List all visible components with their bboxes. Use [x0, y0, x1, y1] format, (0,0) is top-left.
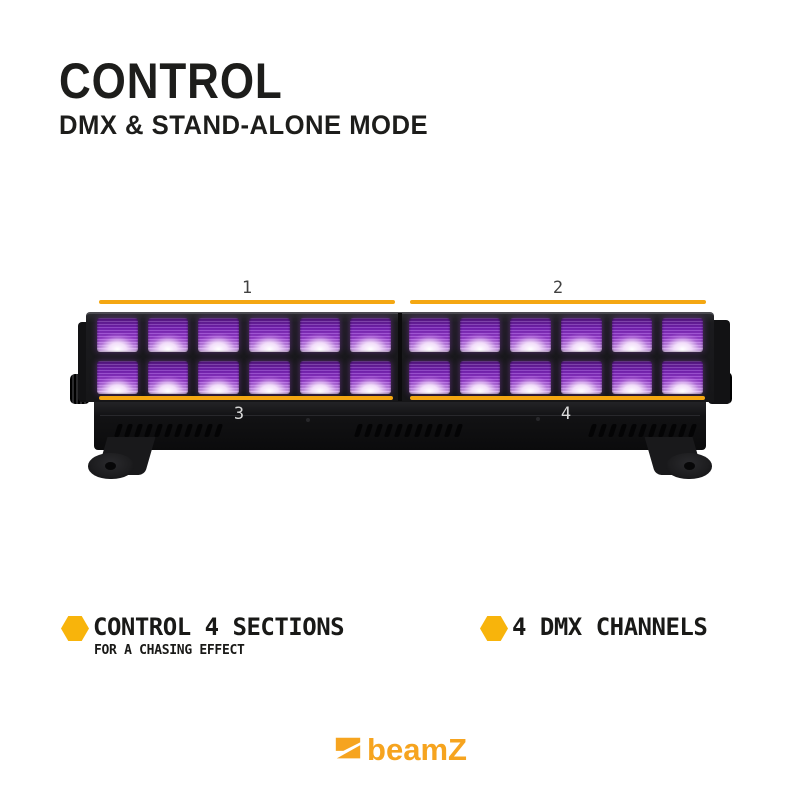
vent-slat: [123, 424, 134, 437]
beamz-z-icon: [335, 737, 361, 758]
vent-slat: [353, 424, 364, 437]
screw-dot: [536, 417, 540, 421]
uv-led: [510, 318, 551, 352]
uv-led: [662, 318, 703, 352]
uv-led: [662, 360, 703, 394]
uv-led: [409, 318, 450, 352]
vent-slat: [163, 424, 174, 437]
mounting-foot-left: [74, 437, 156, 479]
hexagon-bullet-icon: [61, 616, 89, 641]
vent-slat: [173, 424, 184, 437]
vent-slat: [143, 424, 154, 437]
vent-slat: [627, 424, 638, 437]
vent-slat: [453, 424, 464, 437]
vent-slat: [153, 424, 164, 437]
uv-led: [350, 360, 391, 394]
uv-led: [97, 360, 138, 394]
vent-slat: [373, 424, 384, 437]
vent-slat: [413, 424, 424, 437]
section-line-3: [99, 396, 393, 400]
brand-logo-text: beamZ: [367, 732, 467, 767]
vent-slat: [203, 424, 214, 437]
uv-led: [459, 360, 501, 394]
section-line-4: [410, 396, 705, 400]
section-line-2: [410, 300, 706, 304]
vent-slat: [213, 424, 224, 437]
hexagon-bullet-icon: [480, 616, 508, 641]
page-title: CONTROL: [59, 53, 283, 109]
uv-led: [611, 360, 653, 394]
uv-led: [147, 318, 189, 352]
uv-led: [299, 360, 341, 394]
vent-slat: [677, 424, 688, 437]
vent-slat: [443, 424, 454, 437]
device-base: [94, 402, 706, 450]
vent-slat: [647, 424, 658, 437]
vent-slat: [597, 424, 608, 437]
uv-led: [459, 318, 501, 352]
mounting-foot-right: [644, 437, 726, 479]
uv-led: [249, 318, 290, 352]
foot-pad: [88, 453, 134, 479]
section-line-1: [99, 300, 395, 304]
vent-slat: [403, 424, 414, 437]
feature-title: 4 DMX CHANNELS: [512, 613, 708, 641]
panel-center-seam: [398, 313, 402, 401]
vent-slat: [183, 424, 194, 437]
section-label-1: 1: [241, 278, 253, 298]
uv-led: [561, 360, 602, 394]
uv-led: [409, 360, 450, 394]
vent-slat: [587, 424, 598, 437]
foot-pad: [666, 453, 712, 479]
vent-slat: [617, 424, 628, 437]
section-label-3: 3: [233, 404, 245, 424]
vent-slat: [667, 424, 678, 437]
vent-slat: [363, 424, 374, 437]
page-subtitle: DMX & STAND-ALONE MODE: [59, 110, 429, 140]
led-grid-right-half: [409, 318, 703, 394]
uv-led: [561, 318, 602, 352]
vent-slat: [113, 424, 124, 437]
uv-led: [249, 360, 290, 394]
uv-led: [299, 318, 341, 352]
led-grid-left-half: [97, 318, 391, 394]
vent-slat: [133, 424, 144, 437]
vent-group-right: [587, 424, 698, 437]
uv-led: [350, 318, 391, 352]
vent-group-center: [353, 424, 464, 437]
vent-slat: [657, 424, 668, 437]
section-label-2: 2: [552, 278, 564, 298]
section-label-4: 4: [560, 404, 572, 424]
vent-slat: [433, 424, 444, 437]
feature-title: CONTROL 4 SECTIONS: [93, 613, 345, 641]
brand-logo: beamZ: [0, 730, 800, 765]
uv-led: [147, 360, 189, 394]
vent-slat: [423, 424, 434, 437]
screw-dot: [306, 418, 310, 422]
uv-led: [198, 360, 239, 394]
vent-slat: [193, 424, 204, 437]
vent-group-left: [113, 424, 224, 437]
vent-slat: [383, 424, 394, 437]
feature-subtitle: FOR A CHASING EFFECT: [94, 643, 245, 658]
uv-led: [510, 360, 551, 394]
vent-slat: [687, 424, 698, 437]
uv-led: [611, 318, 653, 352]
vent-slat: [393, 424, 404, 437]
uv-led: [198, 318, 239, 352]
vent-slat: [607, 424, 618, 437]
vent-slat: [637, 424, 648, 437]
uv-led: [97, 318, 138, 352]
